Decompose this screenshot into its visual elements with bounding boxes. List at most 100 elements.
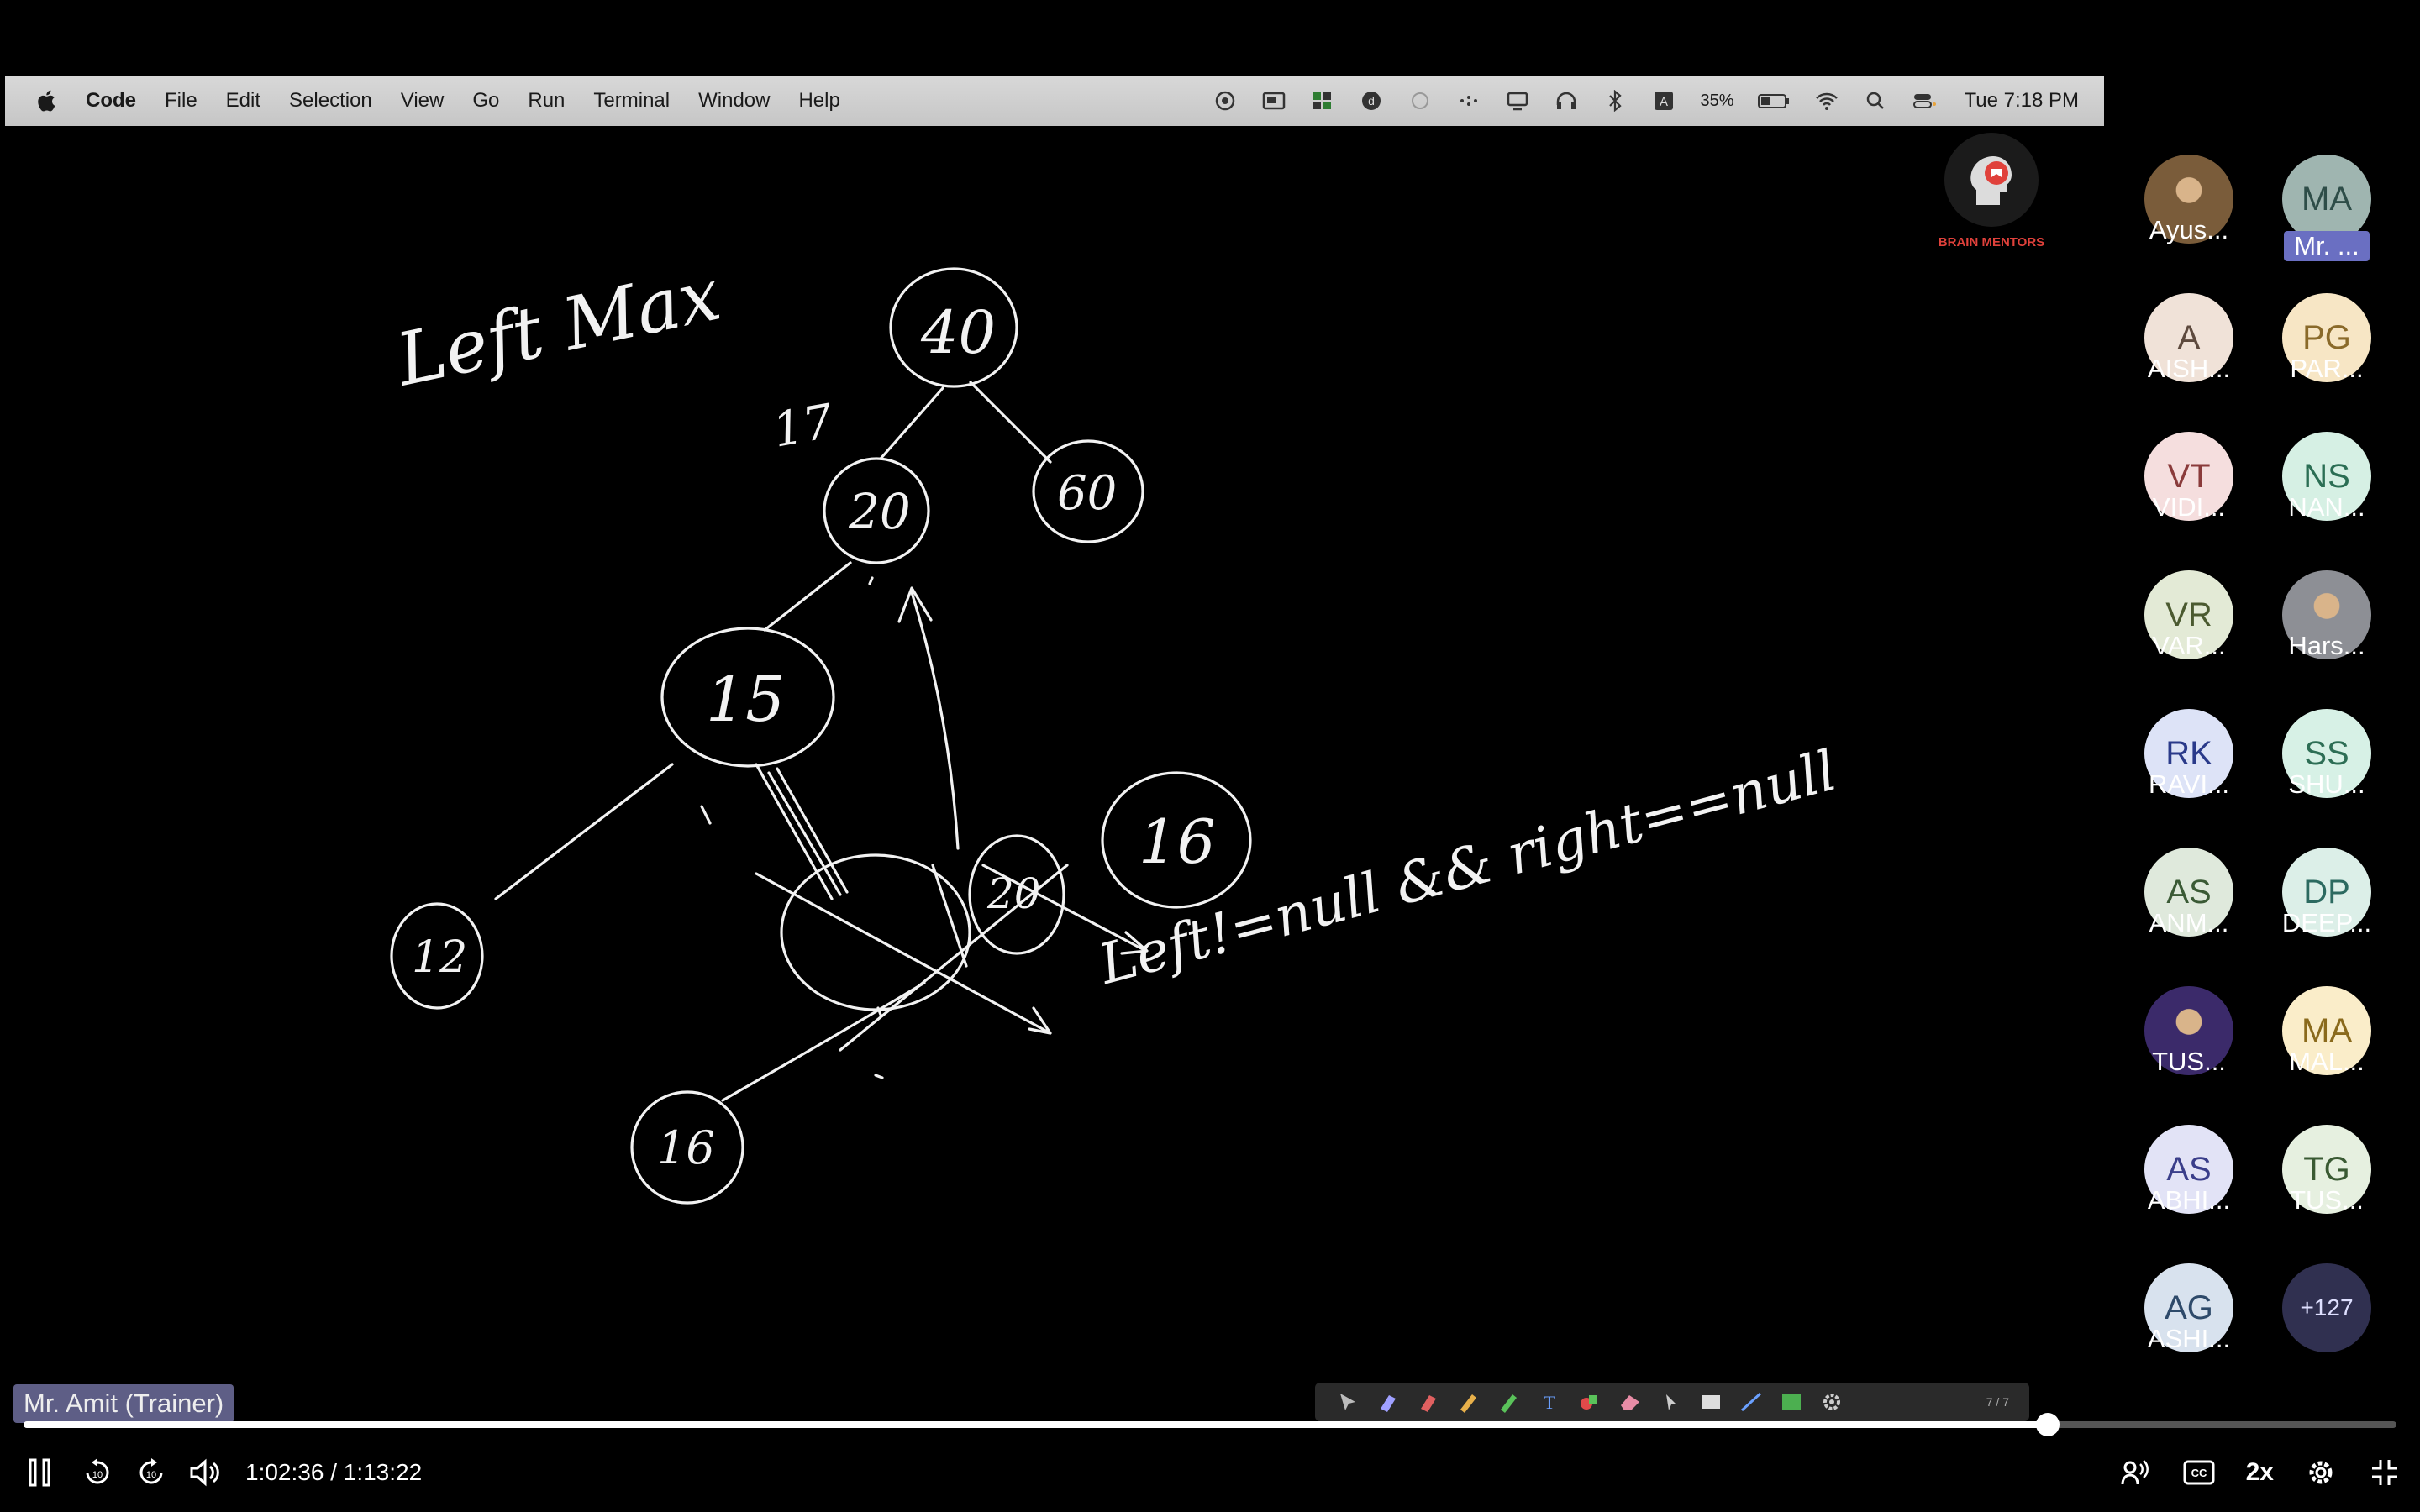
participant-name: DEEP... — [2281, 908, 2372, 937]
settings-icon[interactable] — [2304, 1456, 2338, 1489]
node-15-label: 15 — [706, 664, 786, 736]
node-20-crossed-circle — [968, 834, 1065, 955]
participant-tile[interactable]: Hars... — [2272, 570, 2381, 661]
whiteboard-canvas[interactable]: Left Max 17 40 20 60 15 12 16 20 16 Left… — [0, 126, 2101, 1386]
progress-scrubber[interactable] — [2035, 1413, 2060, 1436]
participant-avatar: SS — [2282, 709, 2371, 798]
participant-tile[interactable]: +127 — [2272, 1263, 2381, 1352]
search-icon[interactable] — [1863, 90, 1888, 112]
settings-gear-icon[interactable] — [1819, 1390, 1844, 1414]
window-icon[interactable] — [1261, 90, 1286, 112]
rectangle-tool-icon[interactable] — [1698, 1390, 1723, 1414]
more-participants-button[interactable]: +127 — [2282, 1263, 2371, 1352]
participant-name: VIDI... — [2152, 492, 2226, 522]
menu-file[interactable]: File — [165, 89, 197, 112]
annotation-toolbar: T 7 / 7 — [1315, 1383, 2029, 1421]
pen-tool-icon[interactable] — [1456, 1390, 1481, 1414]
menu-app-code[interactable]: Code — [86, 89, 136, 112]
brush-tool-icon[interactable] — [1497, 1390, 1522, 1414]
node-20-label: 20 — [849, 483, 911, 540]
wifi-icon[interactable] — [1814, 90, 1839, 112]
participant-avatar: DP — [2282, 848, 2371, 937]
battery-icon[interactable] — [1757, 90, 1791, 112]
grid-app-icon[interactable] — [1310, 90, 1335, 112]
participant-avatar: PG — [2282, 293, 2371, 382]
participant-name: Mr. ... — [2284, 231, 2370, 261]
svg-text:d: d — [1369, 94, 1376, 108]
participant-name: ANM... — [2149, 908, 2229, 937]
control-center-icon[interactable] — [1912, 90, 1937, 112]
cursor-tool-icon[interactable] — [1658, 1390, 1683, 1414]
exit-fullscreen-icon[interactable] — [2368, 1456, 2402, 1489]
participant-avatar: TG — [2282, 1125, 2371, 1214]
volume-icon[interactable] — [188, 1456, 222, 1489]
edge-15-deleted — [755, 763, 849, 900]
participant-name: VAR... — [2152, 631, 2226, 660]
marker-tool-icon[interactable] — [1416, 1390, 1441, 1414]
audio-description-icon[interactable] — [2118, 1456, 2152, 1489]
participant-tile[interactable]: TUS... — [2134, 986, 2244, 1077]
input-source-icon[interactable]: A — [1651, 90, 1676, 112]
menu-terminal[interactable]: Terminal — [593, 89, 671, 112]
menu-selection[interactable]: Selection — [289, 89, 372, 112]
playback-speed-button[interactable]: 2x — [2245, 1458, 2274, 1486]
display-icon[interactable] — [1505, 90, 1530, 112]
headphones-icon[interactable] — [1554, 90, 1579, 112]
video-progress-bar[interactable] — [24, 1413, 2396, 1436]
pause-icon[interactable] — [24, 1456, 57, 1489]
screen-record-icon[interactable] — [1213, 90, 1238, 112]
participant-tile[interactable]: Ayus... — [2134, 155, 2244, 245]
participant-avatar: A — [2144, 293, 2233, 382]
pointer-tool-icon[interactable] — [1335, 1390, 1360, 1414]
arrow-up — [897, 586, 960, 850]
bluetooth-icon[interactable] — [1602, 90, 1628, 112]
line-tool-icon[interactable] — [1739, 1390, 1764, 1414]
shapes-tool-icon[interactable] — [1577, 1390, 1602, 1414]
participant-avatar: VT — [2144, 432, 2233, 521]
edge-15-12 — [494, 763, 674, 900]
captions-icon[interactable]: CC — [2182, 1456, 2216, 1489]
rewind-10-icon[interactable]: 10 — [81, 1456, 114, 1489]
svg-text:10: 10 — [92, 1470, 103, 1480]
status-tray: d A 35% Tue 7:18 PM — [1213, 89, 2079, 113]
apple-icon[interactable] — [34, 87, 60, 114]
eraser-tool-icon[interactable] — [1618, 1390, 1643, 1414]
d-app-icon[interactable]: d — [1359, 90, 1384, 112]
playback-time: 1:02:36 / 1:13:22 — [245, 1459, 423, 1485]
fingerprint-icon[interactable] — [1407, 90, 1433, 112]
menu-run[interactable]: Run — [528, 89, 566, 112]
text-tool-icon[interactable]: T — [1537, 1390, 1562, 1414]
battery-percent: 35% — [1700, 91, 1734, 110]
svg-text:CC: CC — [2191, 1467, 2207, 1479]
highlighter-tool-icon[interactable] — [1376, 1390, 1401, 1414]
menu-view[interactable]: View — [400, 89, 445, 112]
menu-window[interactable]: Window — [698, 89, 771, 112]
participant-name: TUS... — [2290, 1185, 2364, 1215]
node-20-crossed-label: 20 — [987, 869, 1041, 918]
progress-fill — [24, 1421, 2048, 1428]
forward-10-icon[interactable]: 10 — [134, 1456, 168, 1489]
node-12-circle — [390, 902, 484, 1010]
menu-edit[interactable]: Edit — [225, 89, 261, 112]
menu-go[interactable]: Go — [472, 89, 500, 112]
active-speaker-label: Mr. Amit (Trainer) — [13, 1384, 234, 1423]
dots-icon[interactable] — [1456, 90, 1481, 112]
fill-tool-icon[interactable] — [1779, 1390, 1804, 1414]
node-16-label: 16 — [657, 1121, 715, 1174]
menu-help[interactable]: Help — [798, 89, 840, 112]
menubar-clock: Tue 7:18 PM — [1964, 89, 2079, 112]
